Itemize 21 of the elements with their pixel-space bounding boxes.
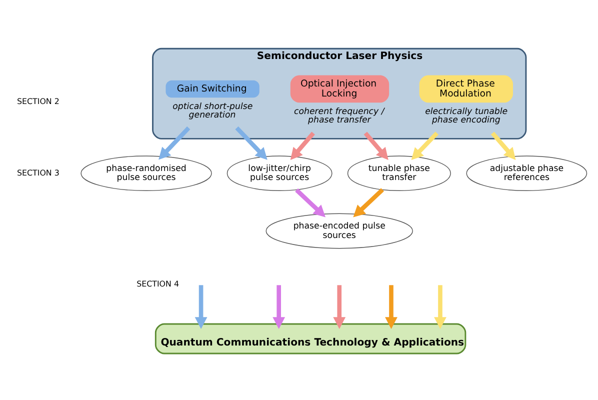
arrow bbox=[490, 132, 516, 160]
arrow bbox=[364, 132, 388, 160]
node-ellipse: tunable phase transfer bbox=[347, 156, 451, 192]
arrow bbox=[290, 132, 315, 160]
node-label: coherent frequency / phase transfer bbox=[294, 106, 384, 126]
node-box: Gain Switching bbox=[166, 80, 260, 98]
node-label: electrically tunable phase encoding bbox=[425, 106, 508, 126]
node-box: Direct Phase Modulation bbox=[419, 75, 513, 103]
node-ellipse: phase-encoded pulse sources bbox=[266, 213, 413, 249]
node-label: optical short-pulse generation bbox=[172, 102, 253, 121]
arrow bbox=[353, 188, 384, 218]
node-box: Optical Injection Locking bbox=[290, 75, 390, 103]
arrow bbox=[385, 285, 398, 329]
node-ellipse: adjustable phase references bbox=[466, 156, 588, 192]
arrow bbox=[434, 285, 446, 329]
node-ellipse: low-jitter/chirp pulse sources bbox=[226, 156, 332, 192]
arrow bbox=[272, 285, 286, 329]
arrow bbox=[333, 285, 346, 329]
arrow bbox=[194, 285, 208, 329]
arrow bbox=[295, 188, 326, 218]
node-ellipse: phase-randomised pulse sources bbox=[80, 156, 212, 192]
